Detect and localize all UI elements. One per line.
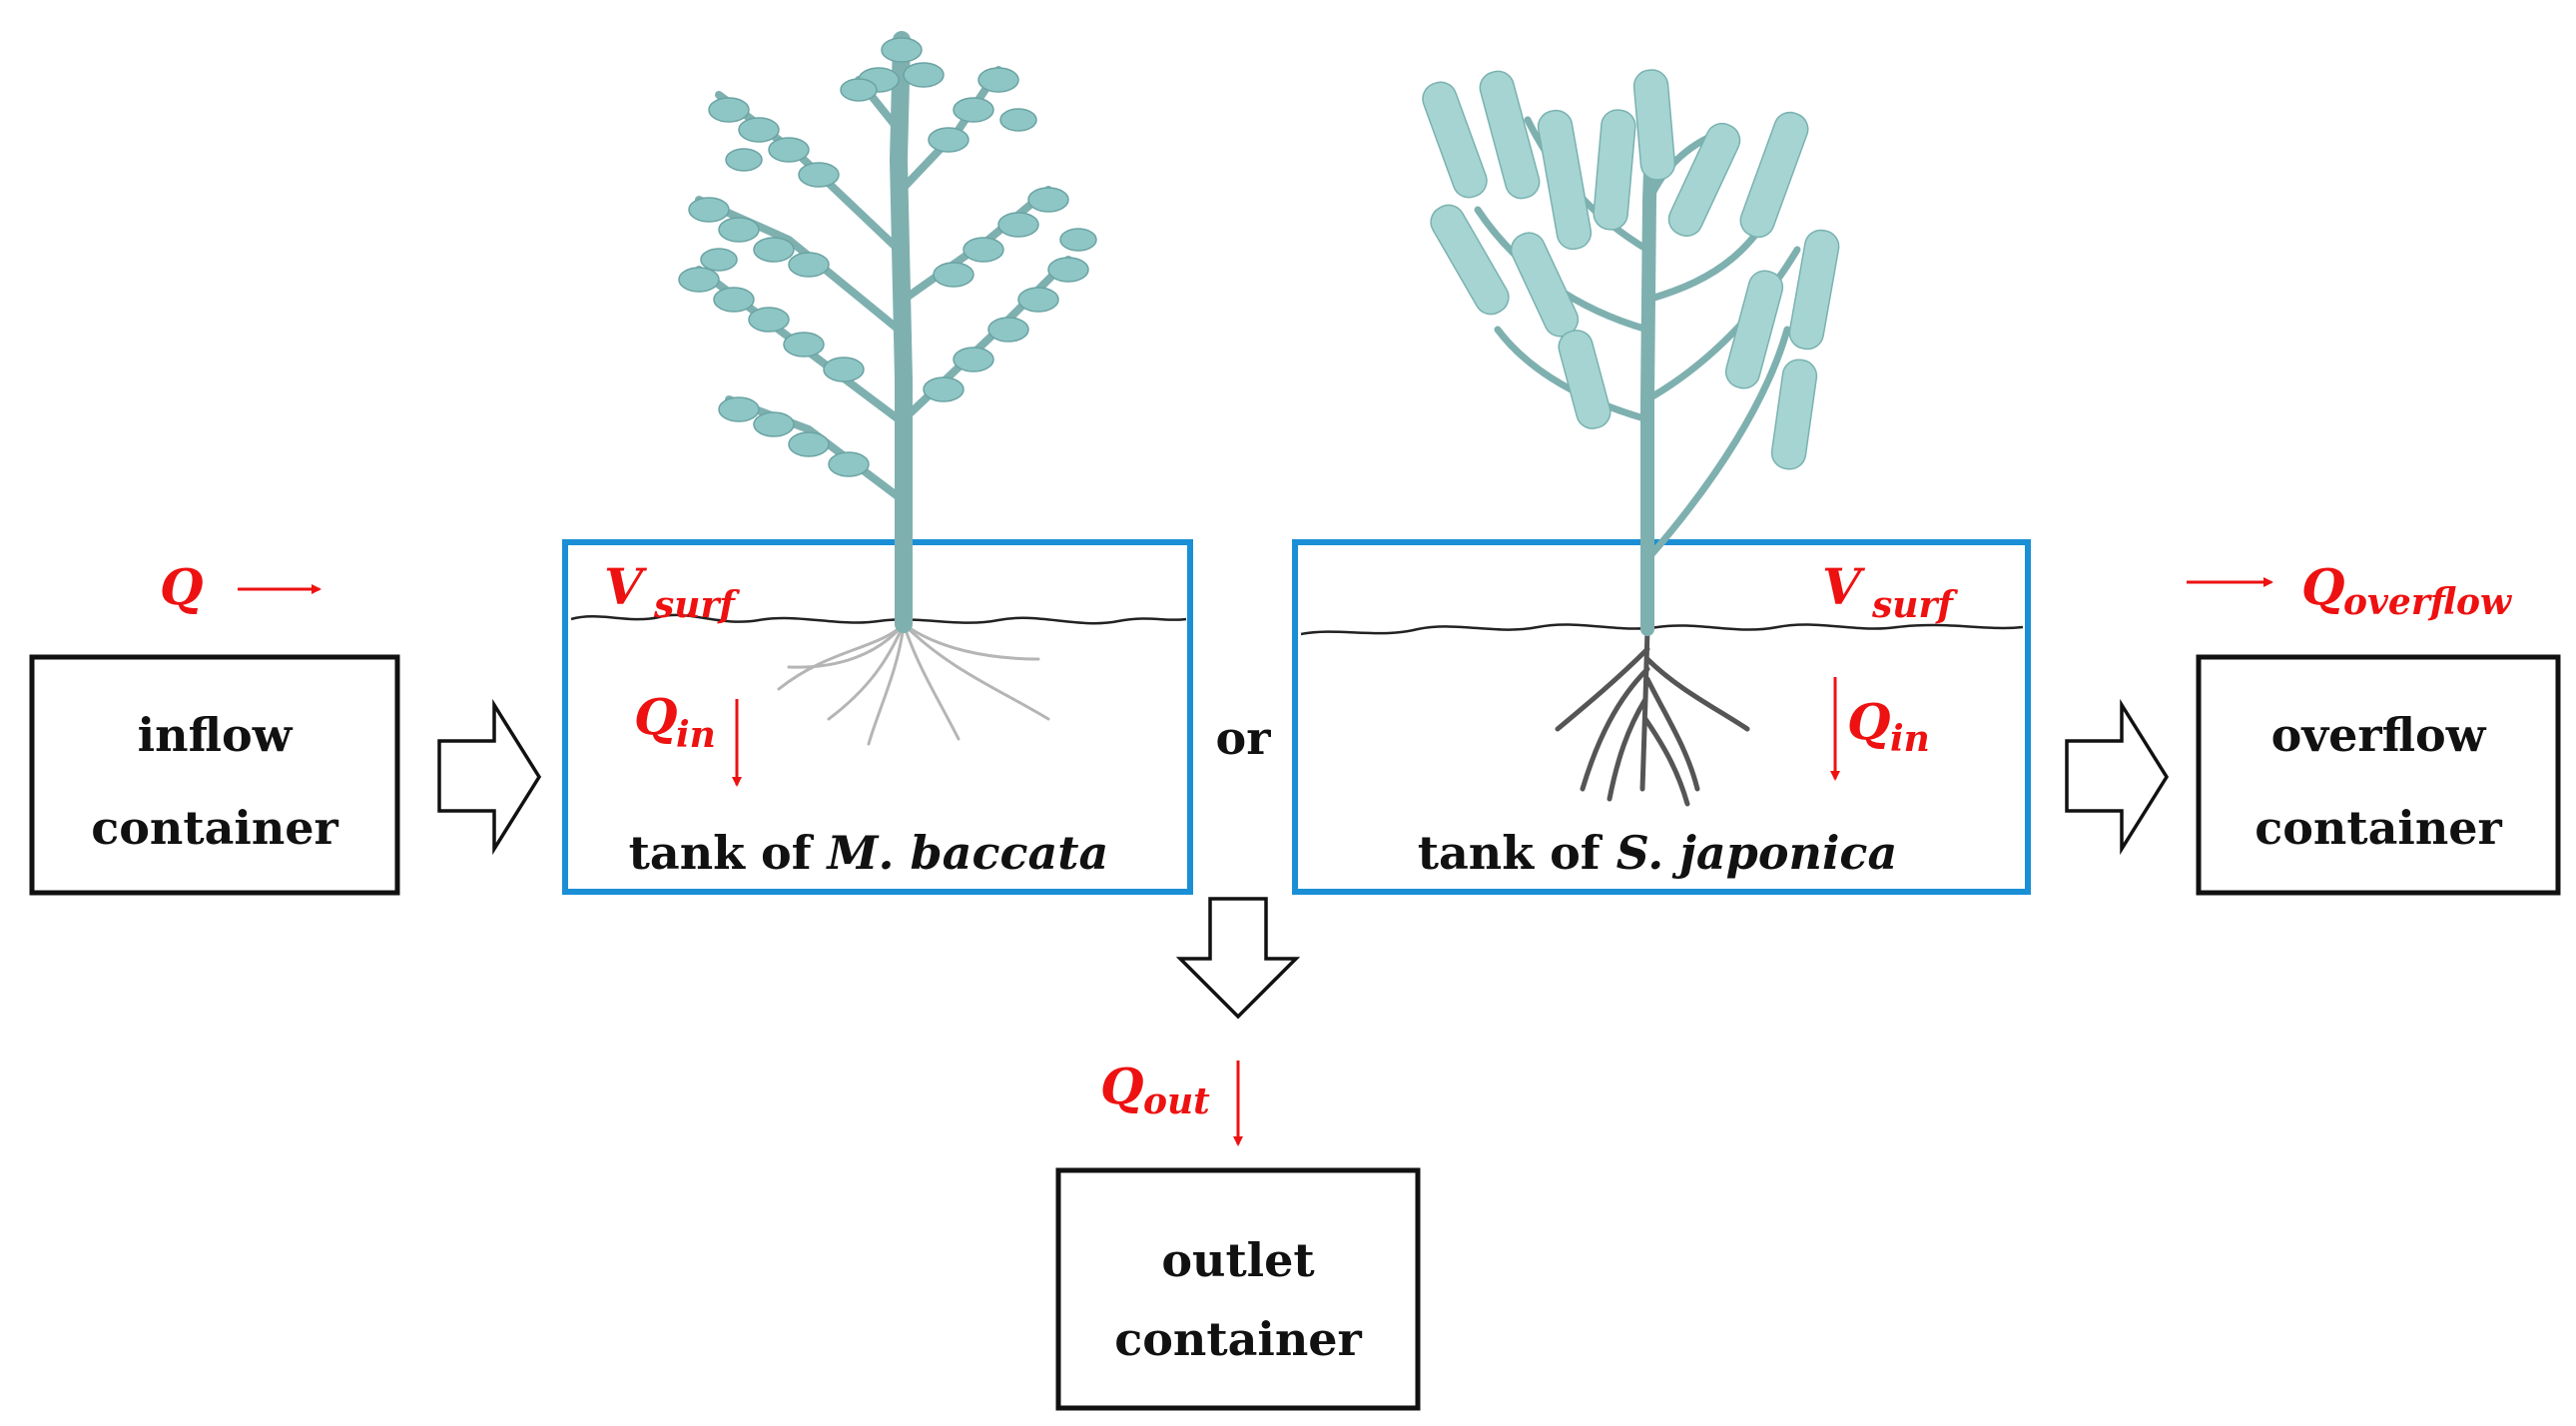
q-overflow-sub: overflow bbox=[2343, 581, 2513, 623]
outlet-label-line2: container bbox=[1114, 1312, 1362, 1366]
qin-left-main: Q bbox=[634, 687, 678, 746]
or-label: or bbox=[1216, 711, 1272, 765]
vsurf-right-main: V bbox=[1822, 557, 1866, 616]
overflow-label-line1: overflow bbox=[2271, 708, 2487, 762]
qin-left-sub: in bbox=[676, 714, 716, 756]
tank-to-outlet-arrow bbox=[1175, 897, 1301, 1020]
q-overflow-symbol: Q overflow bbox=[2187, 557, 2513, 623]
q-out-symbol: Q out bbox=[1100, 1057, 1243, 1146]
tank-s-japonica: V surf Q in tank of S. japonica bbox=[1292, 69, 2031, 895]
qin-right-main: Q bbox=[1847, 692, 1891, 751]
tank-m-baccata: V surf Q in tank of M. baccata bbox=[562, 31, 1193, 895]
tank-to-overflow-arrow bbox=[2065, 698, 2170, 856]
vsurf-left-sub: surf bbox=[653, 584, 740, 626]
inflow-container: inflow container bbox=[29, 654, 400, 896]
vsurf-right-sub: surf bbox=[1871, 584, 1958, 626]
q-inflow-symbol: Q bbox=[160, 557, 322, 616]
overflow-container: overflow container bbox=[2196, 654, 2561, 896]
vsurf-left-main: V bbox=[604, 557, 648, 616]
inflow-to-tank-arrow bbox=[437, 698, 542, 856]
tank-right-label: tank of S. japonica bbox=[1418, 826, 1898, 880]
qout-sub: out bbox=[1143, 1080, 1210, 1122]
plant-s-japonica bbox=[1422, 69, 1840, 636]
outlet-container: outlet container bbox=[1055, 1167, 1421, 1411]
outlet-label-line1: outlet bbox=[1161, 1233, 1315, 1287]
q-label: Q bbox=[160, 557, 204, 616]
inflow-label-line1: inflow bbox=[138, 708, 294, 762]
soil-line-right bbox=[1300, 623, 2024, 636]
roots-s-japonica bbox=[1555, 626, 1750, 807]
inflow-label-line2: container bbox=[91, 801, 338, 855]
soil-line-left bbox=[570, 613, 1187, 625]
tank-left-label: tank of M. baccata bbox=[629, 826, 1109, 880]
overflow-label-line2: container bbox=[2254, 801, 2502, 855]
qin-right-sub: in bbox=[1890, 718, 1930, 760]
plant-m-baccata bbox=[678, 31, 1097, 633]
roots-m-baccata bbox=[777, 622, 1050, 746]
qout-main: Q bbox=[1100, 1057, 1144, 1115]
q-overflow-main: Q bbox=[2301, 557, 2345, 616]
